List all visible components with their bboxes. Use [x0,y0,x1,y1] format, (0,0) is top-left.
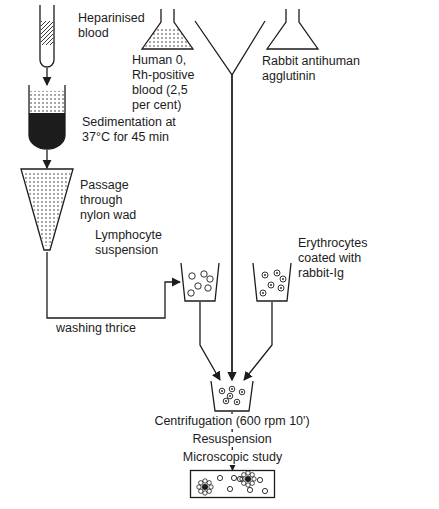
vessel-label: Sedimentation at 37°C for 45 min [82,115,192,145]
nylon-wad-funnel: Passage through nylon wad [20,168,74,252]
vessel-label: Rabbit antihuman agglutinin [262,54,374,84]
flow-arrow [195,21,232,380]
vessel-label: Passage through nylon wad [80,178,155,223]
mixing-beaker-drawing [210,380,254,412]
vessel-label: Heparinised blood [78,11,158,41]
vessel-label: Human 0, Rh-positive blood (2,5 per cent… [132,53,204,113]
blood-tube: Heparinised blood [38,5,56,68]
flow-arrow [232,21,265,380]
flow-arrow [200,302,220,380]
microscope-slide: Microscopic study [190,470,275,498]
agglutinin-flask-drawing [265,8,320,50]
blood-tube-drawing [38,5,56,68]
lymphocyte-beaker-drawing [180,262,220,302]
blood-flask-drawing [140,8,195,50]
sedimentation-tube-drawing [25,85,69,150]
nylon-wad-funnel-drawing [20,168,74,252]
flow-arrow [47,252,180,318]
erythrocyte-beaker: Erythrocytes coated with rabbit-Ig [252,262,292,302]
flow-arrow [244,302,272,380]
mixing-beaker: Centrifugation (600 rpm 10') [210,380,254,412]
step-label: washing thrice [56,321,136,336]
agglutinin-flask: Rabbit antihuman agglutinin [265,8,320,50]
vessel-label: Centrifugation (600 rpm 10') [151,414,312,429]
flow-arrow [46,68,47,85]
sedimentation-tube: Sedimentation at 37°C for 45 min [25,85,69,150]
vessel-label: Microscopic study [180,450,285,465]
lymphocyte-beaker: Lymphocyte suspension [180,262,220,302]
blood-flask: Human 0, Rh-positive blood (2,5 per cent… [140,8,195,50]
vessel-label: Erythrocytes coated with rabbit-Ig [298,236,398,281]
flow-arrow [46,150,47,168]
vessel-label: Lymphocyte suspension [95,228,177,258]
erythrocyte-beaker-drawing [252,262,292,302]
microscope-slide-drawing [190,470,275,498]
step-label: Resuspension [189,432,274,447]
